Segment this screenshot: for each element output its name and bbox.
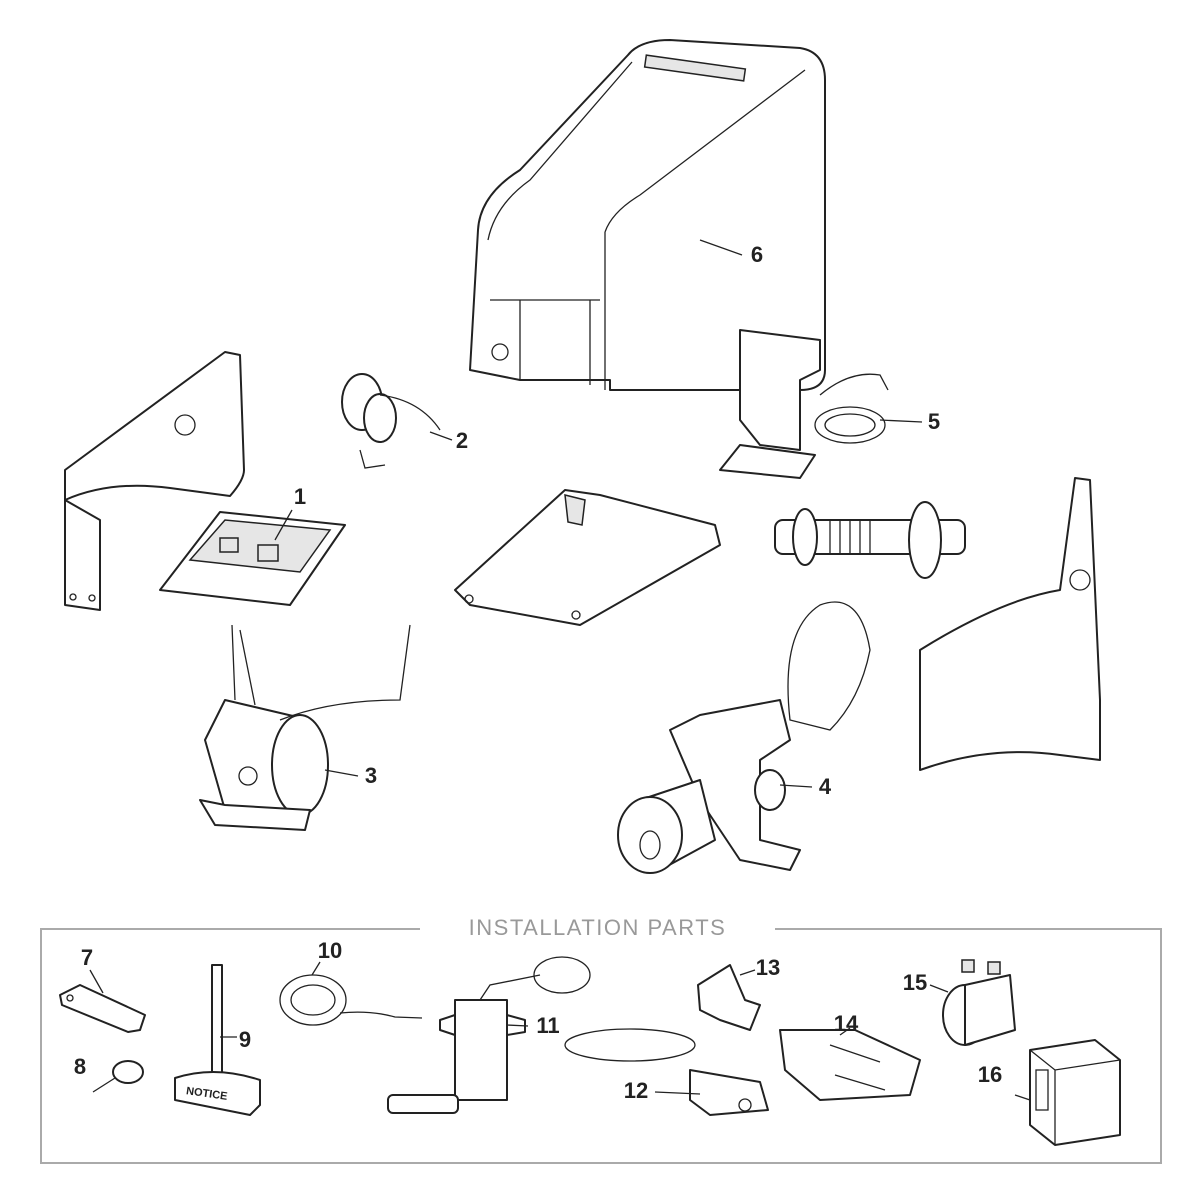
part-transformer [199, 624, 411, 831]
part-notice-sign [174, 964, 261, 1116]
callout-7: 7 [80, 945, 94, 970]
part-power-bracket [719, 329, 923, 479]
callout-14: 14 [833, 1011, 859, 1036]
part-tool [59, 969, 146, 1033]
callout-4: 4 [818, 774, 832, 799]
callout-16: 16 [977, 1062, 1003, 1087]
part-motor [617, 601, 871, 874]
callout-6: 6 [750, 242, 764, 267]
part-wire [279, 961, 423, 1026]
part-chassis-plate [454, 489, 721, 626]
part-battery [92, 1060, 144, 1093]
part-sensor-cable [564, 1028, 769, 1116]
part-sensor [387, 956, 591, 1114]
callout-3: 3 [364, 763, 378, 788]
part-right-panel [919, 477, 1101, 771]
part-logic-board [159, 509, 346, 606]
part-left-panel [64, 351, 245, 611]
callout-15: 15 [902, 970, 928, 995]
callout-13: 13 [755, 955, 781, 980]
callout-11: 11 [536, 1013, 560, 1038]
installation-parts-title: INSTALLATION PARTS [420, 915, 775, 941]
part-module [1014, 1039, 1121, 1146]
part-bracket-small [697, 964, 761, 1031]
installation-parts-box [40, 928, 1162, 1164]
callout-10: 10 [317, 938, 343, 963]
part-travel-module [341, 373, 453, 469]
callout-5: 5 [927, 409, 941, 434]
part-clamp [929, 959, 1016, 1046]
part-cover [469, 39, 826, 391]
callout-12: 12 [623, 1078, 649, 1103]
callout-8: 8 [73, 1054, 87, 1079]
part-bracket-large [779, 1027, 921, 1101]
callout-1: 1 [293, 484, 307, 509]
callout-9: 9 [238, 1027, 252, 1052]
part-drive-shaft [774, 501, 966, 579]
callout-2: 2 [455, 428, 469, 453]
